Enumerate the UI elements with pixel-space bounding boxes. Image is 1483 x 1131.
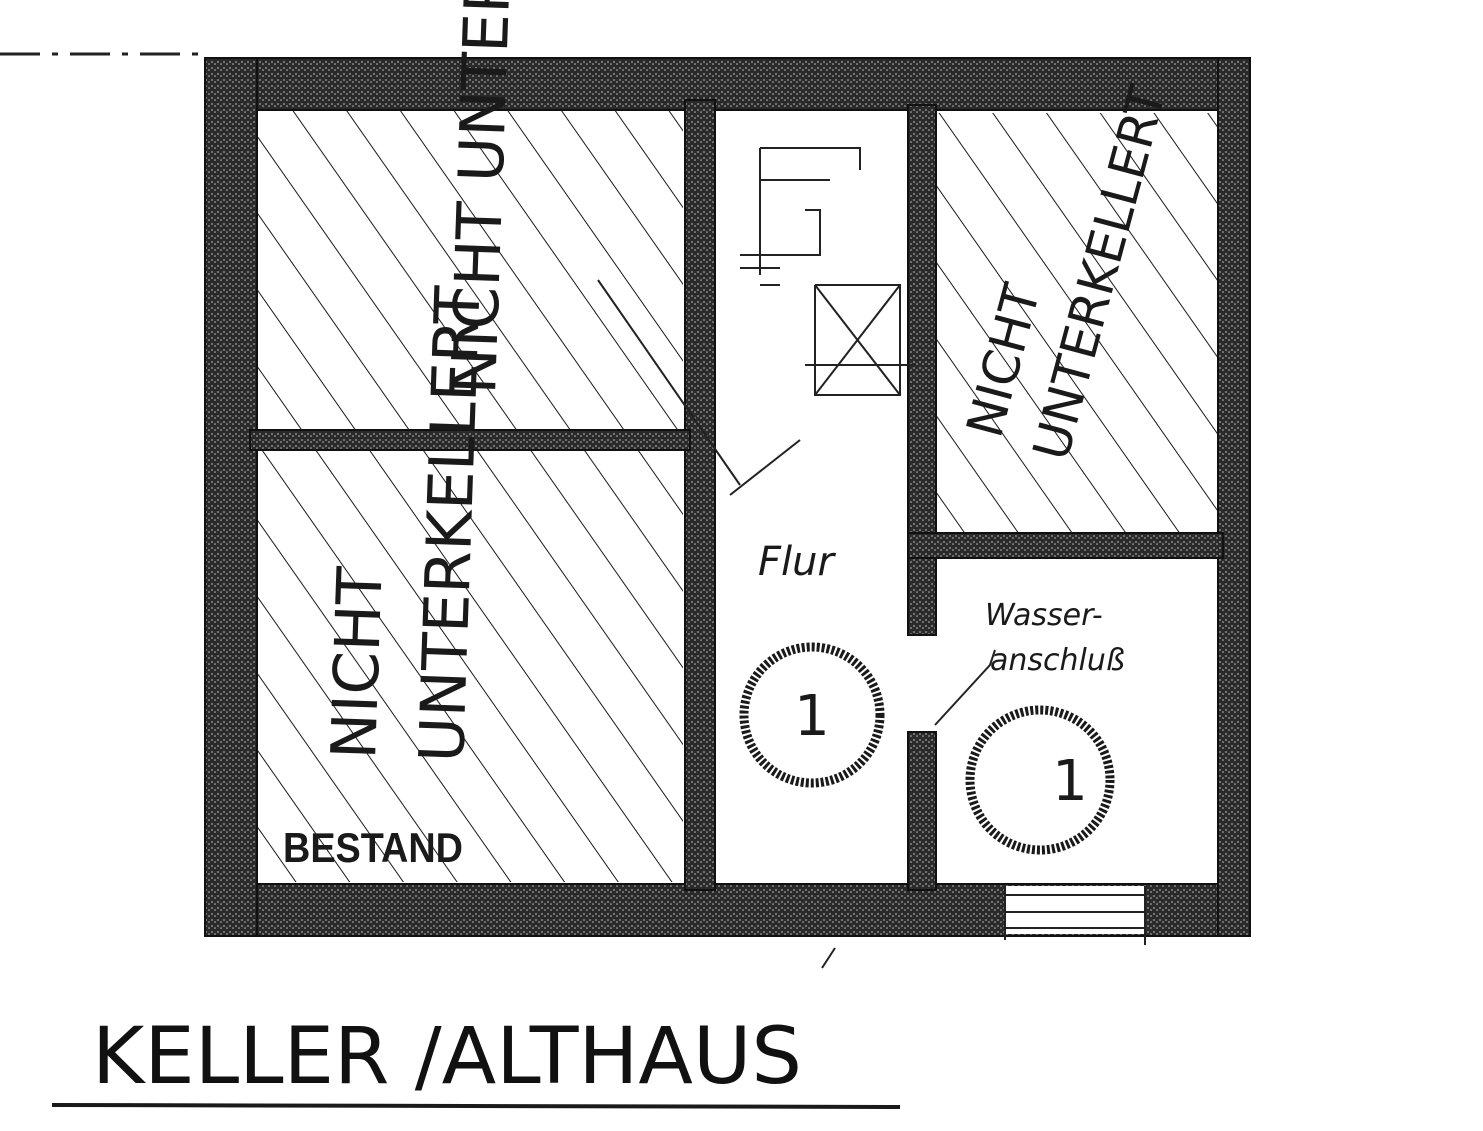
label-water-connection: Wasser- anschluß (985, 598, 1125, 678)
wall-left (204, 57, 258, 937)
marker-circle-room: 1 (965, 705, 1115, 855)
stray-mark (821, 947, 836, 969)
marker-circle-flur: 1 (739, 642, 885, 788)
label-water-line1: Wasser- (985, 598, 1103, 633)
hatch-left-lower (258, 450, 683, 882)
wall-right-inner-vertical-lower (907, 731, 937, 891)
label-existing: BESTAND (283, 824, 463, 871)
title-underline (51, 1103, 901, 1109)
wall-top (204, 57, 1251, 111)
stair-symbol (597, 147, 915, 496)
label-water-line2: anschluß (990, 643, 1125, 678)
wall-right-horizontal (907, 532, 1224, 559)
label-left-lower-room: NICHT UNTERKELLERT (317, 284, 495, 764)
wall-left-horizontal (249, 429, 691, 451)
hatch-right-upper (935, 113, 1218, 533)
marker-flur-label: 1 (794, 684, 830, 749)
label-left-lower-line2: UNTERKELLERT (405, 284, 495, 764)
marker-room-label: 1 (1052, 749, 1088, 814)
bottom-window-opening (1004, 886, 1146, 945)
water-leader-line (934, 649, 996, 726)
label-corridor: Flur (758, 539, 836, 585)
label-left-lower-line1: NICHT (317, 565, 397, 761)
plan-title: KELLER /ALTHAUS (92, 1012, 802, 1102)
hatch-left-upper (258, 108, 683, 430)
wall-center-vertical (684, 99, 716, 891)
wall-right (1217, 57, 1251, 937)
